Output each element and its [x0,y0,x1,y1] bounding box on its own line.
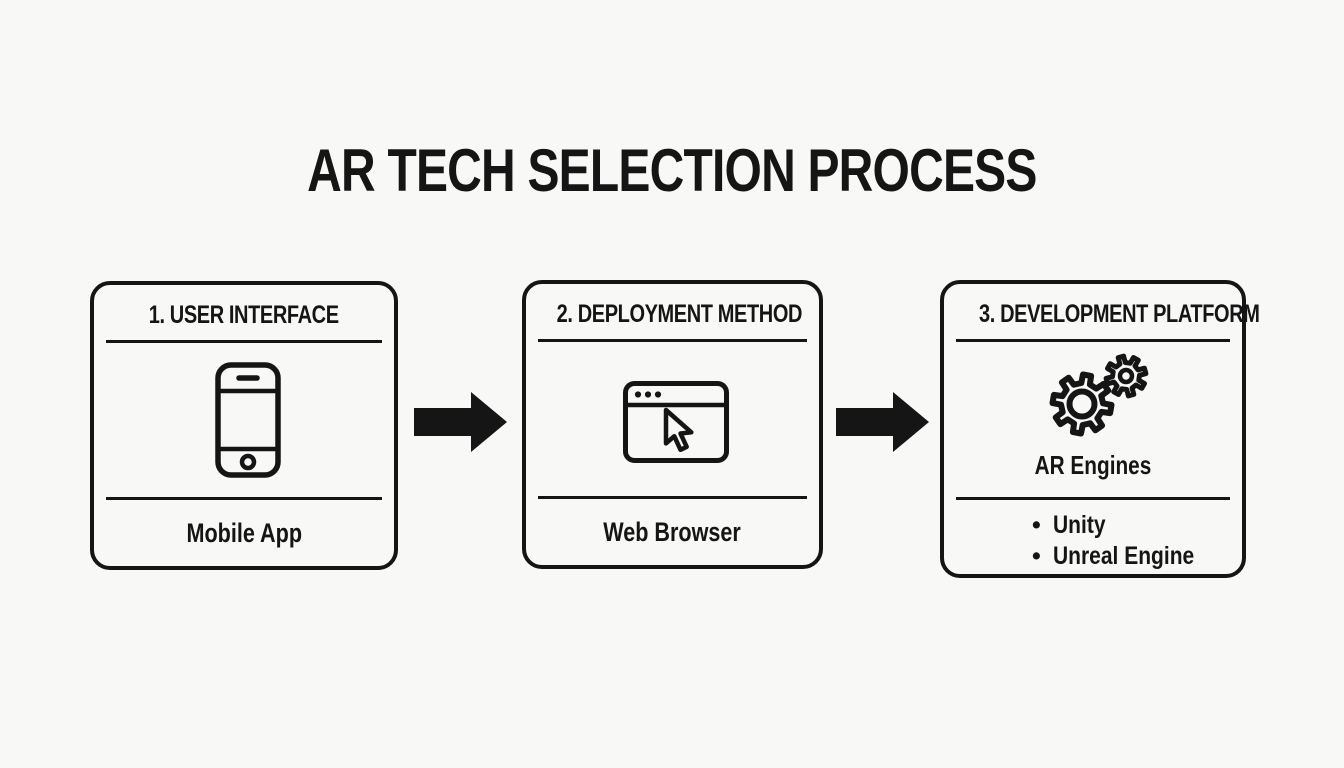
divider [106,340,382,343]
list-item: • Unity [1032,510,1221,541]
step-header: 3. DEVELOPMENT PLATFORM [979,300,1260,328]
step-label: Mobile App [186,518,302,548]
list-item: • Unreal Engine [1032,541,1221,572]
bullet-dot: • [1032,542,1041,570]
browser-cursor-icon [623,381,729,463]
divider [538,339,807,342]
smartphone-icon [215,362,281,478]
arrow-right-icon [836,392,929,452]
step-label: Web Browser [603,517,742,547]
arrow-right-icon [414,392,507,452]
bullet-text: Unreal Engine [1052,542,1194,570]
divider [106,497,382,500]
bullet-dot: • [1032,511,1041,539]
step-box-user-interface: 1. USER INTERFACE Mobile App [90,281,398,570]
divider [956,497,1230,500]
divider [538,496,807,499]
step-box-development-platform: 3. DEVELOPMENT PLATFORM AR Engines • Uni… [940,280,1260,578]
bullet-text: Unity [1052,511,1106,539]
step-header: 1. USER INTERFACE [149,301,339,329]
gears-icon [1049,353,1149,437]
icon-caption: AR Engines [1034,450,1152,480]
step-header: 2. DEPLOYMENT METHOD [556,300,803,328]
page-title: AR TECH SELECTION PROCESS [0,136,1344,205]
bullet-list: • Unity • Unreal Engine [1032,510,1221,572]
page-title-text: AR TECH SELECTION PROCESS [307,137,1037,204]
step-box-deployment-method: 2. DEPLOYMENT METHOD Web Browser [522,280,823,569]
divider [956,339,1230,342]
